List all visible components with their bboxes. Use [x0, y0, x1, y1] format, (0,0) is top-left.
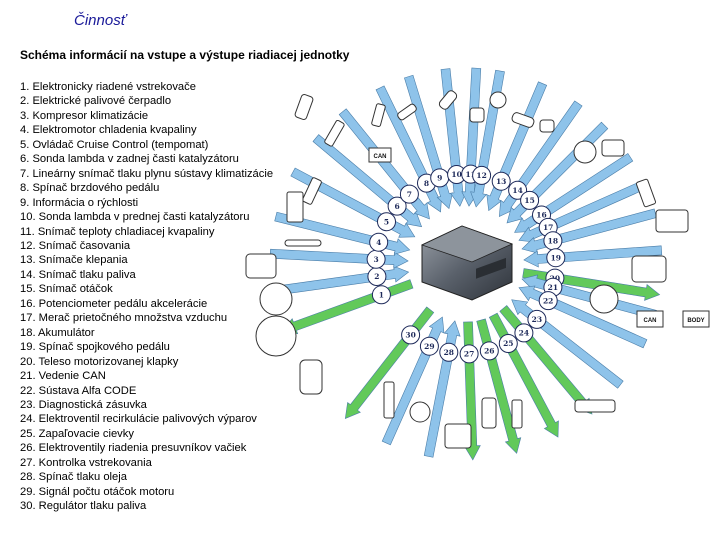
can-badge-top: CAN	[368, 147, 392, 163]
legend-item: 19. Spínač spojkového pedálu	[20, 341, 170, 354]
arrow-label: 2	[374, 272, 379, 281]
arrow-label: 21	[548, 283, 558, 292]
legend-item: 2. Elektrické palivové čerpadlo	[20, 95, 172, 108]
arrow-label: 22	[543, 296, 553, 305]
arrow-label: 1	[379, 291, 384, 300]
arrow-label-circle	[369, 232, 389, 252]
arrow-label-circle	[527, 309, 547, 329]
arrow-label: 13	[496, 177, 506, 186]
svg-text:CAN: CAN	[374, 154, 387, 160]
ecu-unit-icon	[420, 225, 514, 301]
arrow-label-circle	[377, 212, 396, 232]
legend-item: 13. Snímače klepania	[20, 254, 128, 267]
arrow-label: 6	[394, 202, 399, 211]
injector-icon	[245, 90, 689, 449]
arrow-label: 30	[405, 331, 415, 340]
legend-item: 21. Vedenie CAN	[20, 370, 106, 383]
legend-item: 20. Teleso motorizovanej klapky	[20, 355, 179, 368]
legend-item: 11. Snímač teploty chladiacej kvapaliny	[20, 225, 215, 238]
legend-item: 23. Diagnostická zásuvka	[20, 398, 147, 411]
arrow-label: 15	[524, 196, 534, 205]
arrow-label: 8	[424, 179, 429, 188]
arrow-label-circle	[520, 190, 540, 210]
legend-item: 16. Potenciometer pedálu akcelerácie	[20, 297, 208, 310]
legend-item: 10. Sonda lambda v prednej časti katalyz…	[20, 211, 250, 224]
legend-item: 9. Informácia o rýchlosti	[20, 196, 139, 209]
arrow-label: 9	[437, 174, 442, 183]
arrow-label-circle	[419, 336, 439, 356]
arrows-layer: 1234567891011121314151617181920212223242…	[269, 67, 663, 461]
legend-item: 6. Sonda lambda v zadnej časti katalyzát…	[20, 153, 239, 166]
arrow-label: 12	[476, 171, 486, 180]
arrow-label-circle	[538, 291, 558, 311]
legend-item: 24. Elektroventil recirkulácie palivovýc…	[20, 413, 257, 426]
legend-item: 26. Elektroventily riadenia presuvníkov …	[20, 442, 247, 455]
arrow-label: 16	[536, 211, 546, 220]
arrow-label-circle	[387, 196, 407, 216]
arrow-label: 11	[465, 170, 475, 179]
legend-item: 12. Snímač časovania	[20, 239, 131, 252]
arrow-label-circle	[491, 171, 511, 191]
arrow-label-circle	[439, 342, 459, 362]
arrow-label: 3	[373, 255, 378, 264]
arrow-label: 28	[444, 348, 454, 357]
legend-item: 17. Merač prietočného množstva vzduchu	[20, 312, 228, 325]
can-badge-right: CAN	[636, 310, 664, 328]
arrow-label: 27	[464, 350, 474, 359]
components-layer: CAN CAN BODY	[245, 90, 710, 449]
legend-item: 4. Elektromotor chladenia kvapaliny	[20, 124, 197, 137]
legend-item: 29. Signál počtu otáčok motoru	[20, 485, 175, 498]
legend-item: 8. Spínač brzdového pedálu	[20, 182, 160, 195]
arrow-label: 10	[451, 170, 461, 179]
arrow-label-circle	[546, 248, 566, 268]
legend-item: 22. Sústava Alfa CODE	[20, 384, 137, 397]
component-legend: 1. Elektronicky riadené vstrekovače 2. El…	[20, 80, 273, 514]
arrow-label: 29	[424, 342, 434, 351]
legend-item: 14. Snímač tlaku paliva	[20, 268, 136, 281]
diagram-subtitle: Schéma informácií na vstupe a výstupe ri…	[20, 48, 350, 62]
legend-item: 25. Zapaľovacie cievky	[20, 427, 134, 440]
arrow-label-circle	[479, 341, 499, 361]
arrow-label: 26	[484, 347, 494, 356]
legend-item: 5. Ovládač Cruise Control (tempomat)	[20, 138, 209, 151]
arrow-label-circle	[401, 325, 421, 345]
arrow-label-circle	[371, 285, 391, 305]
body-badge: BODY	[682, 310, 710, 328]
arrow-3	[269, 248, 409, 269]
arrow-label-circle	[498, 334, 518, 353]
arrow-label-circle	[514, 323, 534, 343]
legend-item: 18. Akumulátor	[20, 326, 95, 339]
arrow-label: 18	[548, 236, 558, 245]
arrow-label: 25	[503, 339, 513, 348]
arrow-label: 5	[384, 217, 389, 226]
legend-item: 7. Lineárny snímač tlaku plynu sústavy k…	[20, 167, 274, 180]
arrow-label-circle	[459, 344, 479, 364]
legend-item: 27. Kontrolka vstrekovania	[20, 456, 152, 469]
arrow-label-circle	[399, 184, 419, 204]
arrow-label: 4	[376, 238, 381, 247]
svg-text:CAN: CAN	[644, 318, 657, 324]
arrow-label: 19	[551, 253, 561, 262]
legend-item: 30. Regulátor tlaku paliva	[20, 500, 147, 513]
arrow-label: 14	[512, 186, 522, 195]
legend-item: 28. Spínač tlaku oleja	[20, 471, 127, 484]
svg-text:BODY: BODY	[687, 318, 704, 324]
arrow-label: 23	[532, 315, 542, 324]
page-title: Činnosť	[74, 12, 127, 29]
arrow-label-circle	[472, 165, 492, 185]
arrow-label: 24	[519, 329, 529, 338]
arrow-label: 17	[543, 223, 553, 232]
legend-item: 3. Kompresor klimatizácie	[20, 109, 149, 122]
arrow-label: 7	[407, 190, 412, 199]
legend-item: 1. Elektronicky riadené vstrekovače	[20, 81, 196, 93]
legend-item: 15. Snímač otáčok	[20, 283, 113, 296]
